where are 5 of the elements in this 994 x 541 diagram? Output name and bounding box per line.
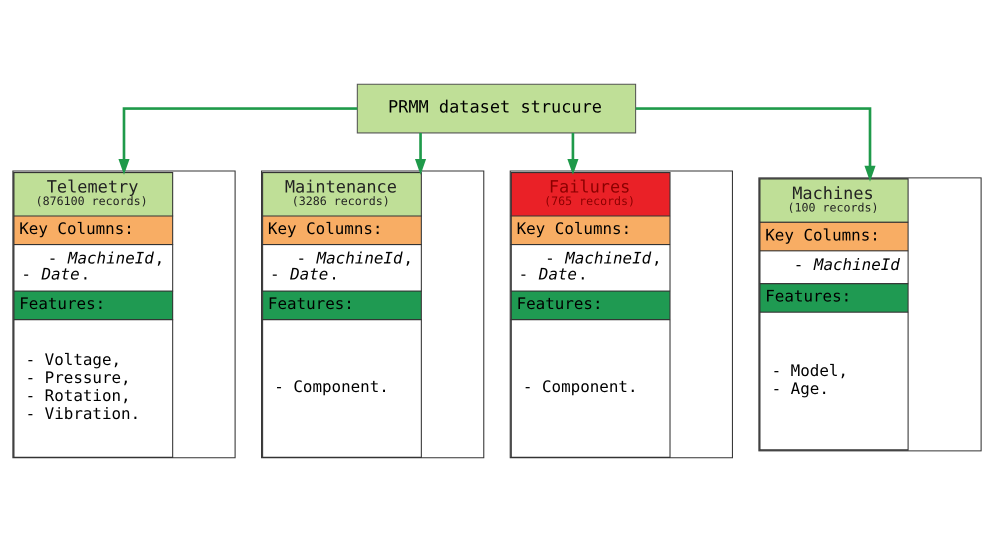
arrow <box>118 106 358 174</box>
arrow <box>414 132 426 174</box>
arrow <box>636 106 876 182</box>
arrow <box>567 132 578 174</box>
node-box: PRMM dataset strucure <box>356 83 636 133</box>
